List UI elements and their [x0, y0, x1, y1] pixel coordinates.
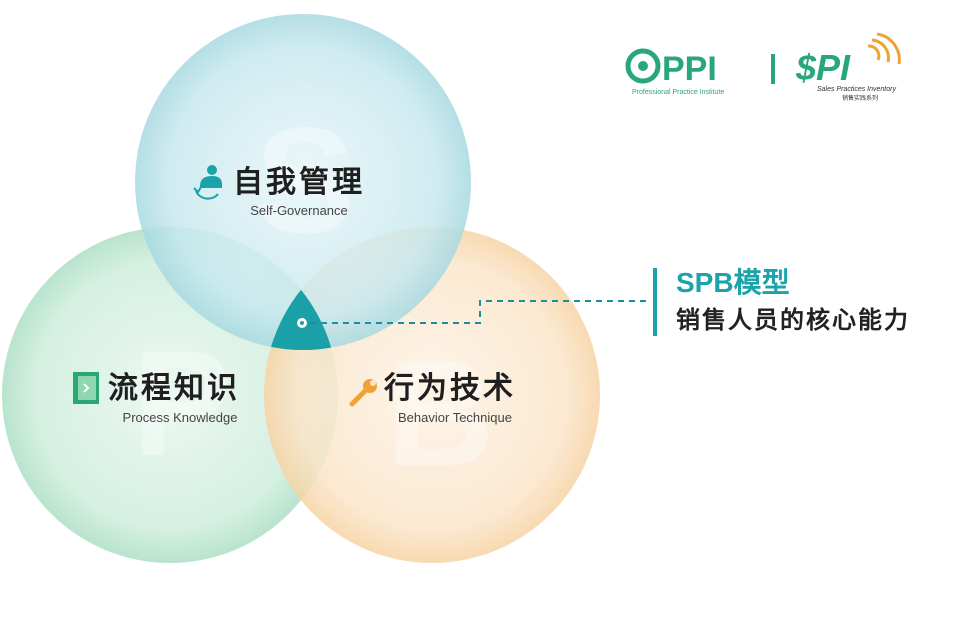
center-target-icon — [297, 318, 307, 328]
circle-self-governance — [135, 14, 471, 350]
spi-logo-text: $PI — [795, 47, 851, 88]
self-governance-subtitle: Self-Governance — [250, 203, 348, 218]
watermark-letter-s: S — [255, 96, 355, 264]
watermark-letter-p: P — [132, 319, 232, 487]
spi-logo: $PI Sales Practices Inventory 销售实践系列 — [795, 32, 901, 102]
wrench-icon — [349, 379, 377, 407]
process-knowledge-title: 流程知识 — [108, 371, 240, 406]
spi-logo-subtitle-zh: 销售实践系列 — [842, 94, 878, 102]
watermark-letter-b: B — [386, 329, 494, 497]
door-icon — [73, 372, 99, 404]
callout-bar — [653, 268, 657, 336]
callout-title: SPB模型 — [676, 267, 790, 298]
logo-divider — [771, 54, 775, 84]
callout-subtitle: 销售人员的核心能力 — [676, 306, 910, 334]
ppi-logo: PPI Professional Practice Institute — [625, 48, 724, 96]
ppi-logo-subtitle: Professional Practice Institute — [632, 89, 724, 96]
spi-logo-subtitle-en: Sales Practices Inventory — [817, 86, 896, 93]
eye-icon — [625, 48, 661, 84]
behavior-technique-subtitle: Behavior Technique — [398, 410, 512, 425]
connector-line — [310, 300, 650, 324]
ppi-logo-text: PPI — [662, 50, 717, 88]
signal-icon — [867, 32, 901, 65]
process-knowledge-subtitle: Process Knowledge — [123, 410, 238, 425]
self-governance-icon — [193, 165, 222, 200]
behavior-technique-title: 行为技术 — [383, 371, 516, 406]
self-governance-title: 自我管理 — [233, 165, 365, 200]
